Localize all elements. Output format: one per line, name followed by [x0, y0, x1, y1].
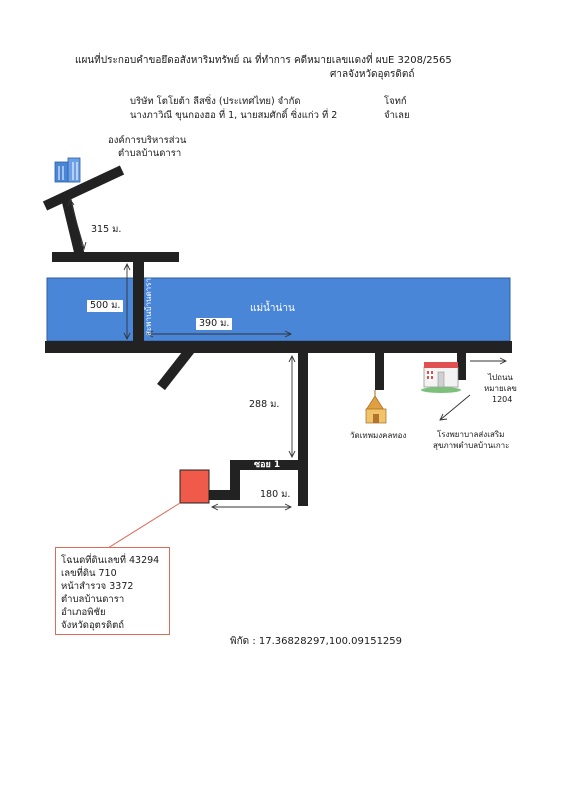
- direction-label-2: หมายเลข: [484, 384, 517, 393]
- road-south: [298, 352, 308, 506]
- arrow-315: [69, 199, 85, 249]
- defendant-name: นางภาวิณี ขุนกองฮอ ที่ 1, นายสมศักดิ์ ซิ…: [130, 110, 338, 121]
- map-title: แผนที่ประกอบคำขอยึดอสังหาริมทรัพย์ ณ ที่…: [75, 55, 452, 66]
- province: จังหวัดอุตรดิตถ์: [61, 620, 125, 631]
- road-temple: [375, 352, 384, 390]
- distance-390: 390 ม.: [196, 318, 233, 330]
- road-soi-1-down: [230, 460, 240, 500]
- road-hospital: [457, 352, 466, 380]
- river-name: แม่น้ำน่าน: [250, 303, 295, 314]
- road-branch-diagonal: [157, 346, 194, 391]
- road-main: [45, 341, 512, 353]
- arrow-315-head-bottom: [79, 241, 87, 251]
- court-name: ศาลจังหวัดอุตรดิตถ์: [330, 69, 415, 80]
- land-number: เลขที่ดิน 710: [61, 568, 117, 579]
- arrow-to-road-1204-head: [499, 357, 508, 365]
- bridge-label: สะพานบ้านดารา: [143, 278, 153, 336]
- road-office-link: [61, 196, 85, 258]
- soi-1-label: ซอย 1: [254, 460, 281, 470]
- arrow-500-head-bottom: [123, 332, 131, 341]
- arrow-180-head-right: [284, 503, 293, 511]
- direction-label-1: ไปถนน: [488, 373, 513, 382]
- district: อำเภอพิชัย: [61, 607, 106, 618]
- road-soi-1-end: [208, 490, 240, 500]
- hospital-label-1: โรงพยาบาลส่งเสริม: [437, 430, 505, 439]
- distance-288: 288 ม.: [249, 399, 280, 410]
- arrow-288-head-bottom: [288, 450, 296, 459]
- road-north: [52, 252, 179, 262]
- road-office: [42, 165, 125, 211]
- arrow-390-head-left: [145, 330, 154, 338]
- plot-leader-line: [99, 502, 181, 554]
- hospital-icon: [421, 362, 461, 393]
- defendant-role: จำเลย: [384, 110, 410, 121]
- subdistrict: ตำบลบ้านดารา: [61, 594, 125, 605]
- temple-label: วัดเทพมงคลทอง: [350, 431, 407, 440]
- office-building-icon: [54, 157, 81, 183]
- arrow-288-head-top: [288, 354, 296, 363]
- road-soi-1: [230, 460, 304, 470]
- deed-number: โฉนดที่ดินเลขที่ 43294: [61, 555, 160, 566]
- direction-label-3: 1204: [492, 395, 513, 404]
- distance-500: 500 ม.: [87, 300, 124, 312]
- coordinates: พิกัด : 17.36828297,100.09151259: [230, 636, 403, 647]
- river: [46, 277, 511, 342]
- land-plot: [179, 469, 210, 504]
- arrow-500-head-top: [123, 262, 131, 271]
- arrow-315-head-top: [67, 197, 75, 207]
- plaintiff-role: โจทก์: [384, 96, 407, 107]
- survey-page: หน้าสำรวจ 3372: [61, 581, 134, 592]
- arrow-hospital-head: [439, 413, 448, 421]
- distance-315: 315 ม.: [91, 224, 122, 235]
- bridge: [133, 260, 144, 342]
- office-label-2: ตำบลบ้านดารา: [118, 148, 182, 159]
- land-info-box: โฉนดที่ดินเลขที่ 43294 เลขที่ดิน 710 หน้…: [55, 547, 170, 635]
- arrow-hospital: [439, 394, 471, 421]
- hospital-label-2: สุขภาพตำบลบ้านเกาะ: [433, 441, 510, 450]
- distance-180: 180 ม.: [260, 489, 291, 500]
- office-label-1: องค์การบริหารส่วน: [108, 135, 187, 146]
- arrow-390-head-right: [284, 330, 293, 338]
- plaintiff-name: บริษัท โตโยต้า ลีสซิ่ง (ประเทศไทย) จำกัด: [130, 96, 301, 107]
- temple-icon: [365, 390, 387, 424]
- arrow-180-head-left: [210, 503, 219, 511]
